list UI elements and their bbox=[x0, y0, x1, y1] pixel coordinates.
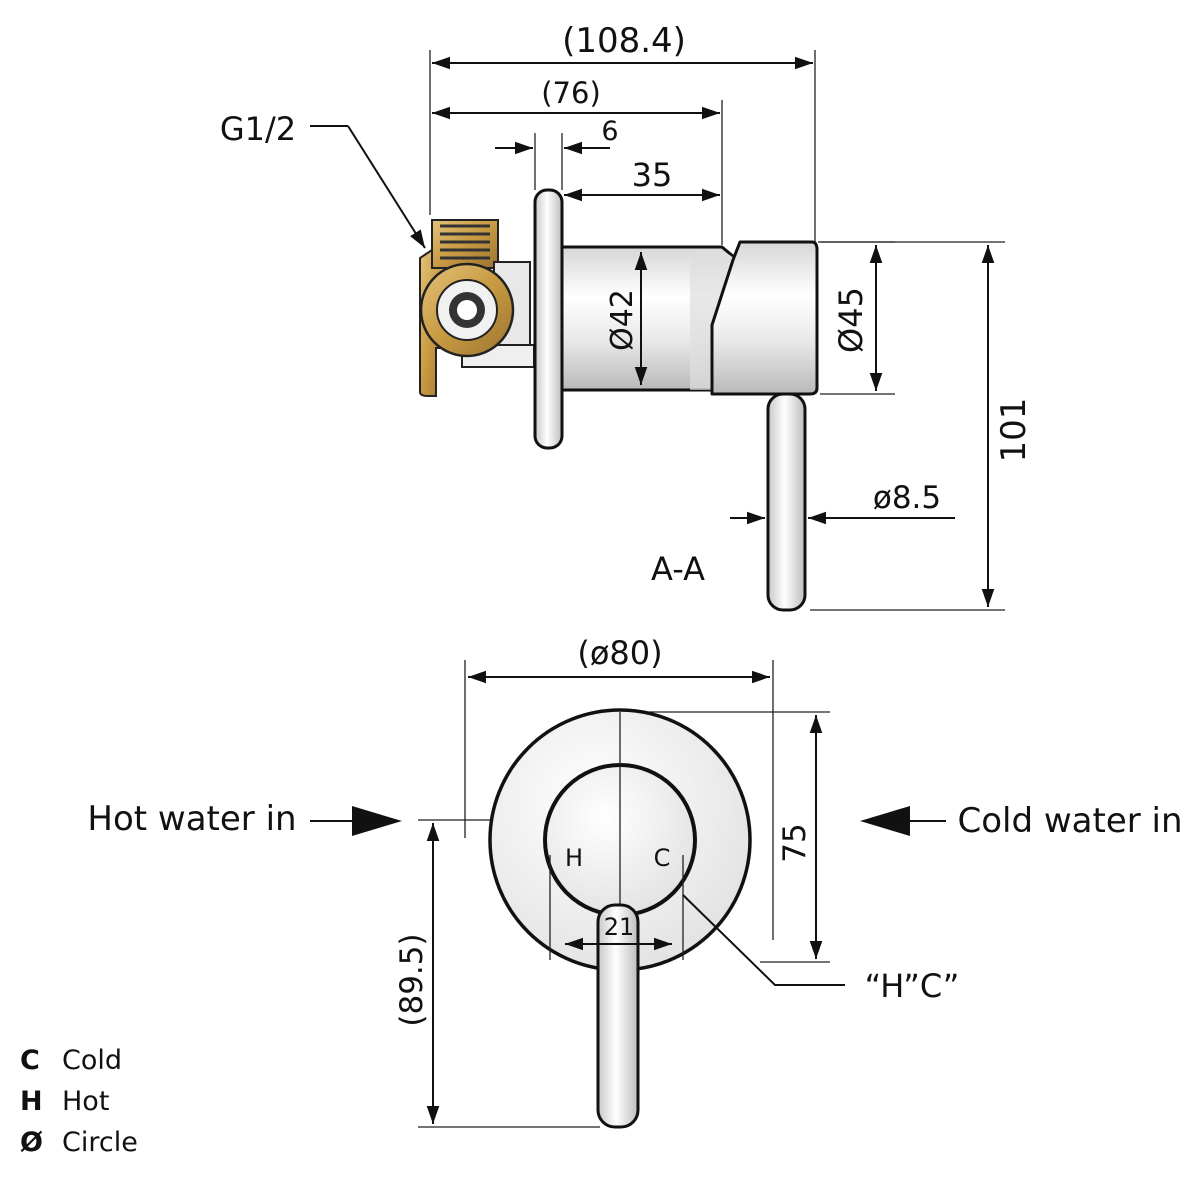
legend-item-circle: Ø Circle bbox=[20, 1122, 138, 1163]
legend-item-hot: H Hot bbox=[20, 1081, 138, 1122]
lever-side bbox=[766, 392, 807, 612]
dia-handle-label: Ø45 bbox=[832, 287, 870, 353]
hc-leader bbox=[682, 894, 845, 986]
dim-76-label: (76) bbox=[541, 76, 601, 110]
legend-meaning: Circle bbox=[62, 1127, 138, 1158]
dia-lever-label: ø8.5 bbox=[873, 480, 941, 516]
lever-front bbox=[596, 903, 640, 1129]
brass-valve-body bbox=[419, 219, 535, 397]
wall-plate-side bbox=[533, 188, 564, 450]
plate-dia-label: (ø80) bbox=[577, 634, 662, 672]
cold-water-arrow-icon bbox=[860, 806, 910, 836]
height-label: 101 bbox=[994, 398, 1034, 463]
legend-symbol: H bbox=[20, 1086, 43, 1117]
legend-symbol: C bbox=[20, 1045, 40, 1076]
hc-label: “H”C” bbox=[865, 967, 960, 1005]
thread-label: G1/2 bbox=[220, 110, 296, 148]
dia-body-label: Ø42 bbox=[605, 289, 640, 351]
legend-symbol: Ø bbox=[20, 1127, 43, 1158]
dim-35-label: 35 bbox=[632, 156, 673, 194]
side-view: (108.4) (76) 6 35 G1/2 bbox=[220, 21, 1034, 612]
cold-water-in-label: Cold water in bbox=[957, 801, 1182, 841]
dim-overall-label: (108.4) bbox=[562, 21, 686, 61]
cold-mark: C bbox=[654, 844, 671, 872]
front-view: (ø80) 75 (89.5) H C 21 “H”C” Hot water i… bbox=[87, 634, 1183, 1129]
height-89-label: (89.5) bbox=[394, 933, 430, 1026]
section-label: A-A bbox=[651, 550, 705, 588]
hot-mark: H bbox=[565, 844, 583, 872]
thread-leader-diagonal bbox=[347, 125, 426, 249]
hot-water-in-label: Hot water in bbox=[87, 799, 296, 839]
hot-water-arrow-icon bbox=[352, 806, 402, 836]
lever-width-label: 21 bbox=[604, 913, 635, 941]
legend-meaning: Cold bbox=[62, 1045, 123, 1076]
legend-meaning: Hot bbox=[62, 1086, 110, 1117]
height-75-label: 75 bbox=[777, 823, 813, 862]
handle-body bbox=[710, 240, 819, 396]
symbol-legend: C Cold H Hot Ø Circle bbox=[20, 1040, 138, 1163]
dim-6-label: 6 bbox=[601, 116, 618, 147]
legend-item-cold: C Cold bbox=[20, 1040, 138, 1081]
